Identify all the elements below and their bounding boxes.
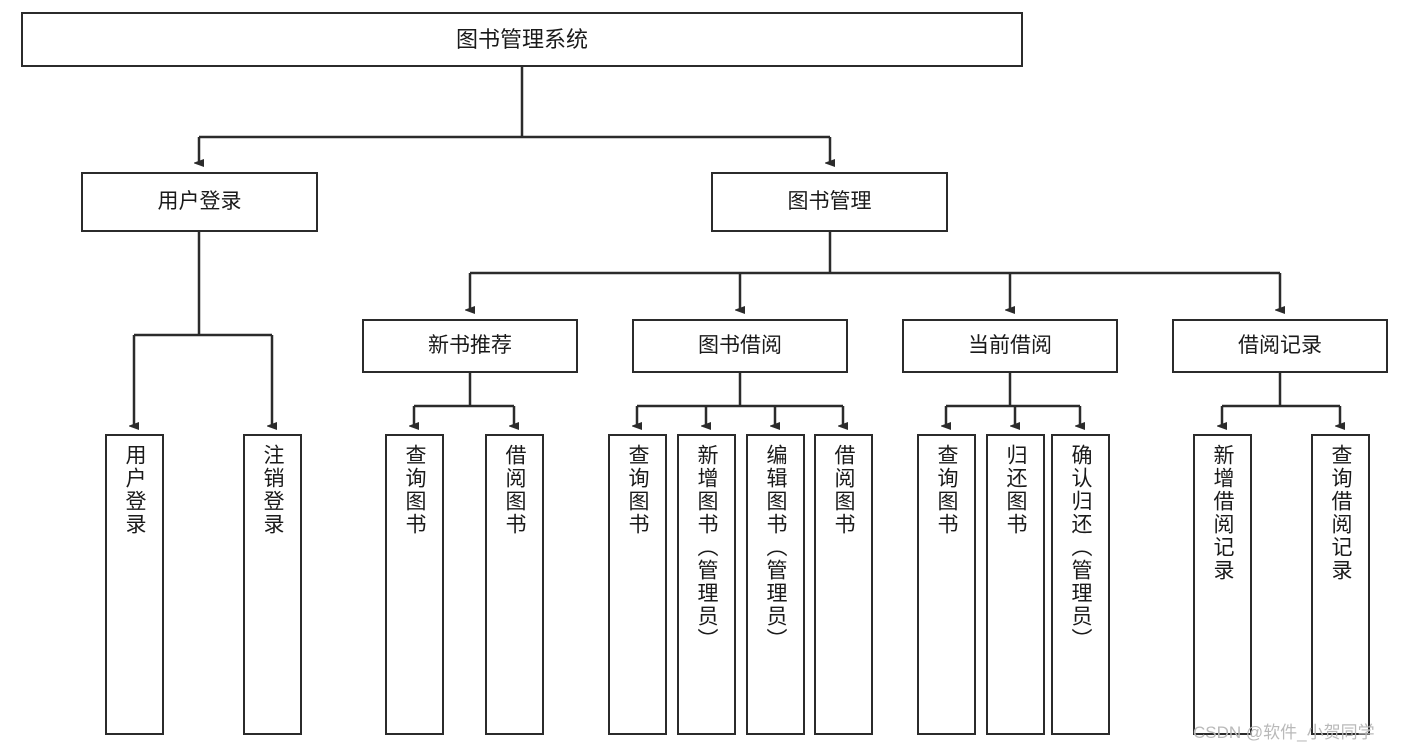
node-label: 借阅记录 — [1238, 333, 1322, 357]
node-label: 当前借阅 — [968, 333, 1052, 357]
node-borrow-record[interactable]: 借阅记录 — [1172, 319, 1388, 373]
node-current-borrow[interactable]: 当前借阅 — [902, 319, 1118, 373]
leaf-borrow-borrow-book[interactable]: 借阅图书 — [814, 434, 873, 735]
node-label: 查询图书 — [935, 444, 958, 536]
node-label: 新增图书（管理员） — [695, 444, 718, 651]
node-label: 用户登录 — [157, 189, 242, 213]
node-label: 确认归还（管理员） — [1069, 444, 1092, 651]
node-user-login[interactable]: 用户登录 — [81, 172, 318, 232]
node-label: 借阅图书 — [503, 444, 526, 536]
node-label: 归还图书 — [1004, 444, 1027, 536]
leaf-borrow-edit-book[interactable]: 编辑图书（管理员） — [746, 434, 805, 735]
node-book-borrow[interactable]: 图书借阅 — [632, 319, 848, 373]
leaf-record-query-record[interactable]: 查询借阅记录 — [1311, 434, 1370, 735]
node-label: 新增借阅记录 — [1211, 444, 1234, 582]
node-label: 编辑图书（管理员） — [764, 444, 787, 651]
node-new-book-recommend[interactable]: 新书推荐 — [362, 319, 578, 373]
node-label: 用户登录 — [123, 444, 146, 536]
node-label: 图书管理系统 — [455, 26, 588, 52]
node-label: 新书推荐 — [428, 333, 512, 357]
node-book-management[interactable]: 图书管理 — [711, 172, 948, 232]
leaf-borrow-add-book[interactable]: 新增图书（管理员） — [677, 434, 736, 735]
leaf-user-login-logout[interactable]: 注销登录 — [243, 434, 302, 735]
leaf-current-query-book[interactable]: 查询图书 — [917, 434, 976, 735]
node-label: 借阅图书 — [832, 444, 855, 536]
leaf-recommend-query-book[interactable]: 查询图书 — [385, 434, 444, 735]
leaf-current-confirm-return[interactable]: 确认归还（管理员） — [1051, 434, 1110, 735]
leaf-record-add-record[interactable]: 新增借阅记录 — [1193, 434, 1252, 735]
leaf-borrow-query-book[interactable]: 查询图书 — [608, 434, 667, 735]
node-label: 查询图书 — [626, 444, 649, 536]
leaf-recommend-borrow-book[interactable]: 借阅图书 — [485, 434, 544, 735]
node-label: 查询借阅记录 — [1329, 444, 1352, 582]
node-label: 图书借阅 — [698, 333, 782, 357]
node-label: 注销登录 — [261, 444, 284, 536]
leaf-user-login-login[interactable]: 用户登录 — [105, 434, 164, 735]
node-root-system[interactable]: 图书管理系统 — [21, 12, 1023, 67]
node-label: 查询图书 — [403, 444, 426, 536]
watermark-text: CSDN @软件_小贺同学 — [1193, 723, 1375, 742]
leaf-current-return-book[interactable]: 归还图书 — [986, 434, 1045, 735]
node-label: 图书管理 — [787, 189, 872, 213]
